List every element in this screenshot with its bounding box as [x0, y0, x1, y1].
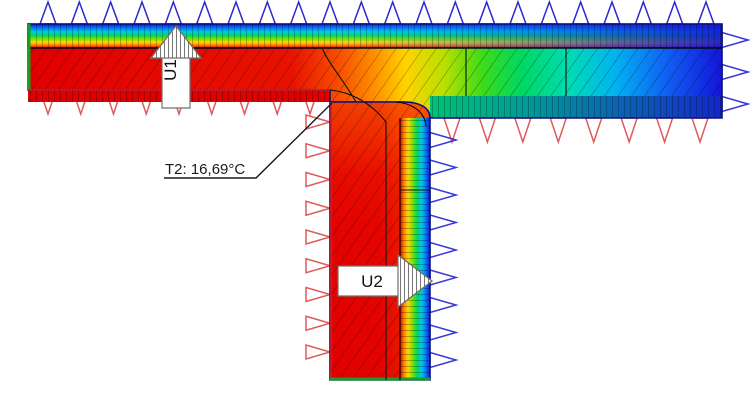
marker-triangle-up: [164, 0, 183, 25]
marker-triangle-up: [414, 0, 434, 25]
marker-triangle-up: [540, 0, 559, 25]
marker-triangle-up: [352, 0, 371, 25]
marker-triangle-down: [584, 117, 603, 145]
marker-triangle-right: [429, 159, 459, 176]
marker-triangle-up: [320, 0, 340, 25]
marker-triangle-up: [289, 0, 308, 25]
marker-triangle-down: [655, 117, 674, 145]
marker-triangle-down: [478, 117, 497, 145]
t2-leader-line: [164, 102, 333, 179]
marker-triangle-up: [602, 0, 622, 25]
boundary-markers-wall-right: [429, 131, 459, 369]
marker-triangle-up: [446, 0, 465, 25]
slab-core-hatch: [28, 48, 722, 118]
t2-label-text: T2: 16,69°C: [165, 161, 245, 178]
marker-triangle-up: [477, 0, 496, 25]
horizontal-slab: [27, 23, 723, 119]
marker-triangle-up: [665, 0, 684, 25]
marker-triangle-down: [690, 117, 710, 145]
isotherm-curve-1: [321, 47, 357, 103]
boundary-markers-top: [38, 0, 716, 25]
marker-triangle-up: [634, 0, 653, 25]
marker-triangle-right: [305, 114, 333, 130]
marker-triangle-up: [258, 0, 277, 25]
temperature-annotation: T2: 16,69°C: [164, 102, 333, 179]
marker-triangle-right: [429, 269, 459, 286]
wall-right-mesh: [400, 118, 430, 380]
u1-arrow: U1: [149, 25, 203, 109]
u1-arrow-head-hatch: [149, 25, 203, 59]
marker-triangle-down: [513, 117, 532, 145]
u2-arrow-head-hatch: [397, 253, 433, 309]
marker-triangle-right: [305, 142, 333, 159]
marker-triangle-up: [101, 0, 120, 25]
u2-arrow-label: U2: [361, 272, 383, 291]
u1-arrow-label: U1: [161, 59, 180, 81]
marker-triangle-up: [383, 0, 402, 25]
marker-triangle-right: [305, 344, 333, 360]
slab-top-mesh: [28, 24, 722, 48]
marker-triangle-right: [429, 296, 459, 314]
u2-arrow: U2: [337, 253, 433, 309]
marker-triangle-right: [721, 63, 750, 81]
marker-triangle-down: [620, 117, 639, 145]
marker-triangle-right: [429, 324, 459, 341]
marker-triangle-right: [305, 315, 333, 332]
marker-triangle-right: [305, 286, 333, 303]
marker-triangle-up: [508, 0, 528, 25]
boundary-markers-slab-right: [721, 31, 750, 113]
marker-triangle-down: [549, 117, 568, 145]
marker-triangle-right: [305, 257, 333, 274]
marker-triangle-right: [429, 214, 459, 231]
marker-triangle-up: [696, 0, 716, 25]
isotherm-curve-2: [329, 89, 387, 380]
wall-outline: [329, 101, 431, 381]
isotherm-lines: [321, 47, 567, 380]
marker-triangle-up: [70, 0, 89, 25]
marker-triangle-up: [571, 0, 590, 25]
vertical-wall: [329, 101, 431, 381]
marker-triangle-up: [195, 0, 214, 25]
marker-triangle-right: [305, 171, 333, 188]
marker-triangle-right: [305, 229, 333, 245]
marker-triangle-right: [721, 95, 750, 113]
marker-triangle-up: [38, 0, 58, 25]
marker-triangle-up: [226, 0, 246, 25]
marker-triangle-right: [429, 241, 459, 259]
boundary-markers-wall-left: [305, 114, 333, 360]
marker-triangle-up: [132, 0, 152, 25]
marker-triangle-right: [429, 351, 459, 369]
marker-triangle-right: [305, 200, 333, 217]
wall-fillet-edge: [395, 101, 427, 127]
marker-triangle-right: [721, 31, 750, 49]
marker-triangle-right: [429, 186, 459, 204]
